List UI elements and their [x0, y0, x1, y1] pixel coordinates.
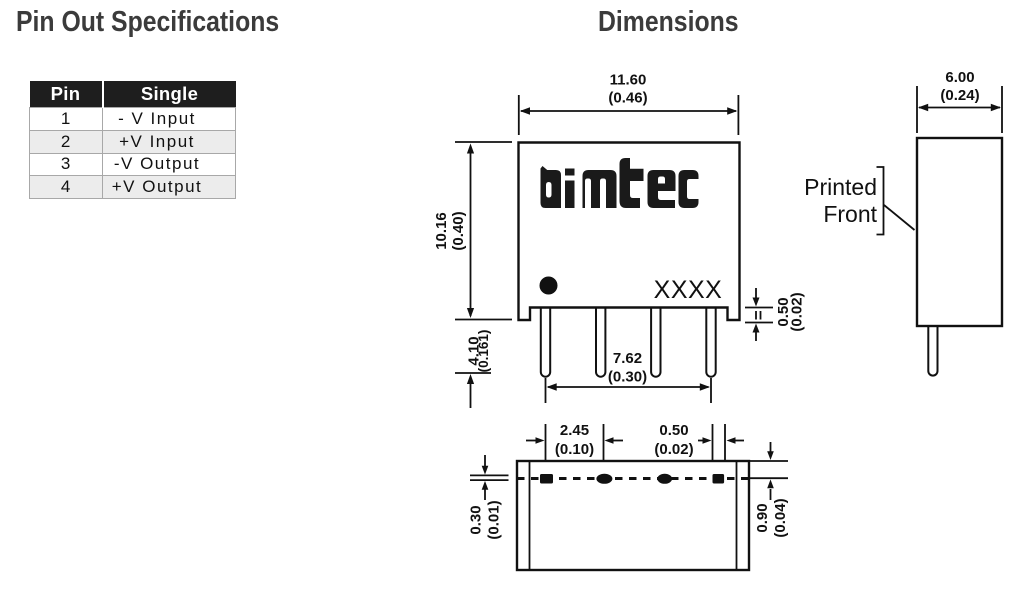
svg-text:0.50: 0.50: [775, 297, 792, 326]
svg-text:(0.04): (0.04): [772, 498, 789, 537]
svg-text:XXXX: XXXX: [654, 276, 723, 304]
svg-text:0.30: 0.30: [468, 505, 485, 534]
svg-text:2.45: 2.45: [560, 422, 589, 439]
svg-text:(0.02): (0.02): [789, 292, 806, 331]
svg-text:(0.40): (0.40): [450, 211, 467, 250]
svg-text:0.90: 0.90: [754, 503, 771, 532]
svg-text:(0.46): (0.46): [608, 90, 647, 107]
svg-text:(0.02): (0.02): [654, 441, 693, 458]
svg-text:(0.30): (0.30): [608, 369, 647, 386]
svg-text:(0.10): (0.10): [555, 441, 594, 458]
svg-text:6.00: 6.00: [945, 69, 974, 86]
svg-text:11.60: 11.60: [610, 72, 647, 89]
svg-text:(0.161): (0.161): [476, 330, 491, 373]
svg-text:(0.24): (0.24): [940, 87, 979, 104]
svg-text:4.10: 4.10: [466, 336, 483, 365]
svg-text:7.62: 7.62: [613, 350, 642, 367]
svg-text:Front: Front: [823, 201, 877, 227]
svg-text:10.16: 10.16: [433, 212, 450, 250]
svg-text:(0.01): (0.01): [486, 500, 503, 539]
svg-text:0.50: 0.50: [659, 422, 688, 439]
svg-text:Printed: Printed: [804, 174, 877, 200]
